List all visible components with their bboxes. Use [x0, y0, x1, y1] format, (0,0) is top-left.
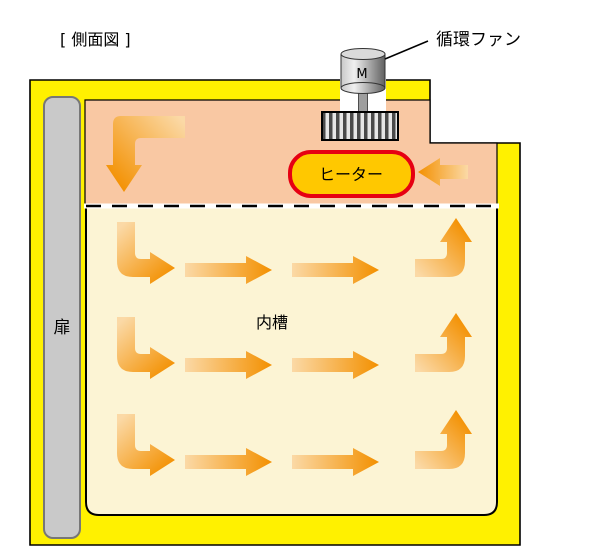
motor-bottom: [340, 82, 386, 94]
heater: [288, 150, 415, 198]
fan-label-leader-line: [384, 40, 429, 60]
circulation-fan-icon: [321, 111, 399, 141]
plenum-downflow-arrow: [106, 116, 185, 192]
heater-label: ヒーター: [319, 165, 383, 184]
door-label: 扉: [54, 318, 71, 338]
page-title: [ 側面図 ]: [60, 30, 131, 49]
door: [43, 96, 81, 539]
inner-chamber-label: 内槽: [256, 313, 288, 332]
inner-chamber: [85, 206, 498, 516]
motor-top: [340, 48, 386, 60]
heater-return-arrow: [418, 158, 468, 186]
fan-label: 循環ファン: [436, 30, 521, 50]
motor-label: M: [356, 67, 367, 82]
